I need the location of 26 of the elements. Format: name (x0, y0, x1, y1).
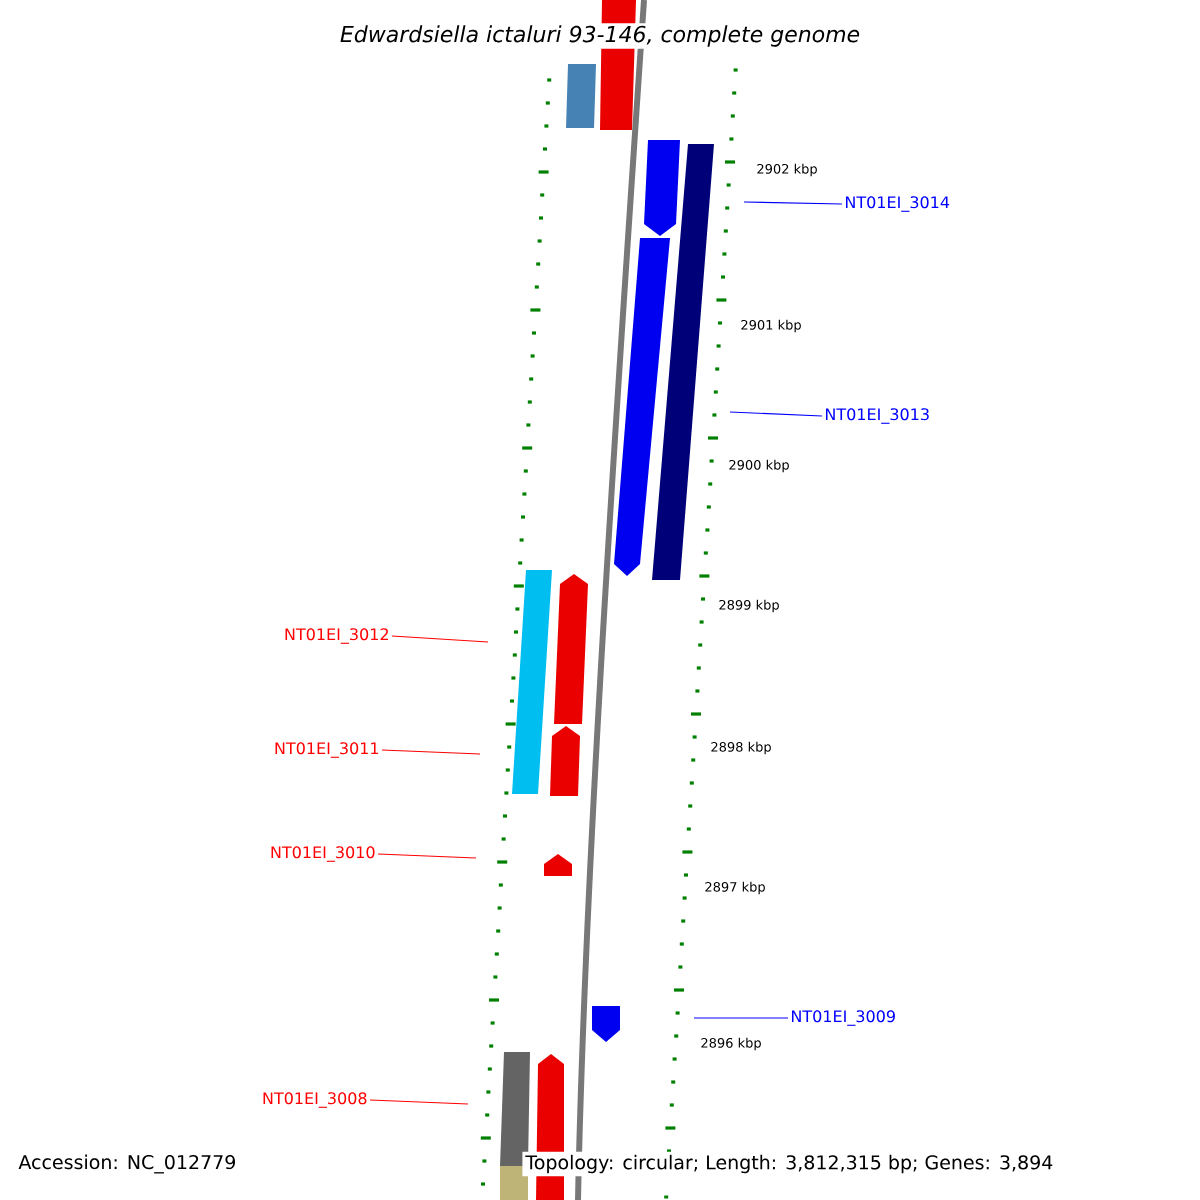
gene-label: NT01EI_3012 (285, 628, 388, 644)
gene-feature (566, 64, 596, 128)
leader-line (381, 749, 481, 755)
accession-text: Accession: NC_012779 (18, 1154, 235, 1174)
gene-feature (512, 570, 552, 794)
gene-feature (550, 726, 580, 796)
leader-line (729, 411, 823, 417)
gene-feature (652, 144, 714, 580)
title: Edwardsiella ictaluri 93-146, complete genome (337, 23, 863, 49)
leader-line (377, 853, 477, 859)
leader-line (743, 201, 843, 205)
genome-info: Topology: circular; Length: 3,812,315 bp; Genes: 3,894 (522, 1151, 1057, 1177)
gene-feature (614, 238, 670, 576)
gene-feature (544, 854, 572, 876)
gene-feature (592, 1006, 620, 1042)
gene-feature (500, 1166, 528, 1200)
gene-label: NT01EI_3010 (271, 846, 375, 862)
leader-line (369, 1099, 469, 1105)
gene-label: NT01EI_3013 (826, 408, 929, 424)
gene-label: NT01EI_3011 (275, 742, 379, 758)
leader-line (693, 1017, 789, 1019)
gene-label: NT01EI_3009 (792, 1010, 895, 1026)
gene-label: NT01EI_3014 (846, 196, 950, 212)
gene-feature (644, 140, 680, 236)
gene-label: NT01EI_3008 (263, 1092, 367, 1108)
leader-line (391, 635, 489, 643)
